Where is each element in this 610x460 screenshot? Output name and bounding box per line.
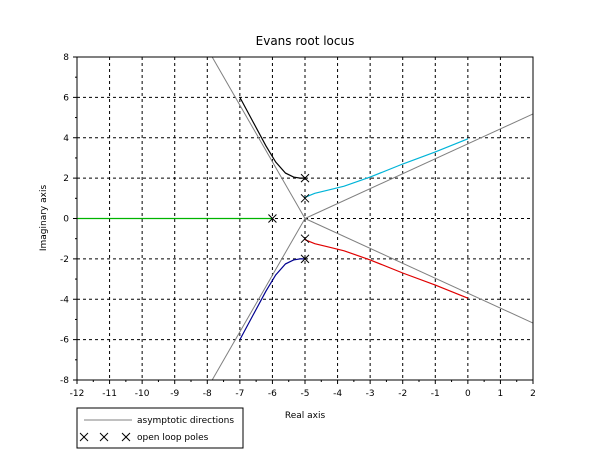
legend-pole-swatch bbox=[79, 432, 131, 442]
legend-pole-marker bbox=[79, 432, 89, 442]
pole-stroke bbox=[300, 193, 310, 203]
x-tick-label: -5 bbox=[301, 389, 310, 399]
x-tick-label: -2 bbox=[398, 389, 407, 399]
locus-branch bbox=[304, 239, 469, 299]
x-tick-label: 1 bbox=[498, 389, 504, 399]
x-tick-label: -6 bbox=[268, 389, 277, 399]
y-tick-label: -8 bbox=[60, 376, 69, 386]
pole-stroke bbox=[300, 254, 310, 264]
asymptote-line bbox=[304, 218, 534, 324]
locus-branch bbox=[304, 138, 469, 198]
x-tick-label: 2 bbox=[530, 389, 536, 399]
x-tick-label: -1 bbox=[431, 389, 440, 399]
x-tick-label: -4 bbox=[333, 389, 342, 399]
chart-title: Evans root locus bbox=[256, 34, 355, 48]
y-tick-label: 0 bbox=[63, 215, 69, 225]
pole-marker bbox=[300, 254, 310, 264]
pole-stroke bbox=[300, 234, 310, 244]
pole-stroke bbox=[121, 432, 131, 442]
asymptote-line bbox=[211, 56, 306, 219]
x-tick-label: -8 bbox=[203, 389, 212, 399]
x-tick-label: -3 bbox=[366, 389, 375, 399]
y-tick-label: -2 bbox=[60, 255, 69, 265]
pole-marker bbox=[300, 234, 310, 244]
y-tick-label: 8 bbox=[63, 53, 69, 63]
legend-pole-marker bbox=[99, 432, 109, 442]
x-tick-label: -12 bbox=[70, 389, 85, 399]
asymptote-line bbox=[304, 113, 534, 219]
locus-branch bbox=[239, 97, 305, 179]
legend-asymptote-label: asymptotic directions bbox=[137, 416, 234, 426]
locus-branch bbox=[239, 258, 305, 340]
pole-marker bbox=[300, 193, 310, 203]
y-tick-label: 2 bbox=[63, 174, 69, 184]
y-tick-label: 4 bbox=[63, 134, 69, 144]
legend-pole-marker bbox=[121, 432, 131, 442]
asymptotes bbox=[211, 56, 534, 381]
x-tick-label: -10 bbox=[135, 389, 150, 399]
pole-stroke bbox=[268, 214, 277, 223]
legend-box bbox=[76, 407, 244, 449]
x-axis-label: Real axis bbox=[285, 411, 326, 421]
legend-poles-label: open loop poles bbox=[137, 433, 209, 443]
pole-stroke bbox=[300, 173, 310, 183]
y-tick-label: 6 bbox=[63, 93, 69, 103]
asymptote-line bbox=[211, 218, 306, 381]
x-tick-label: -7 bbox=[235, 389, 244, 399]
y-tick-label: -6 bbox=[60, 336, 69, 346]
x-tick-label: -11 bbox=[102, 389, 117, 399]
open-loop-poles bbox=[268, 173, 310, 264]
y-tick-label: -4 bbox=[60, 295, 69, 305]
legend: asymptotic directions open loop poles bbox=[76, 407, 244, 449]
locus-branches bbox=[77, 97, 469, 340]
x-tick-label: 0 bbox=[465, 389, 471, 399]
y-axis-label: Imaginary axis bbox=[39, 185, 49, 252]
pole-marker bbox=[268, 214, 277, 223]
x-tick-label: -9 bbox=[170, 389, 179, 399]
pole-stroke bbox=[99, 432, 109, 442]
pole-stroke bbox=[79, 432, 89, 442]
pole-marker bbox=[300, 173, 310, 183]
